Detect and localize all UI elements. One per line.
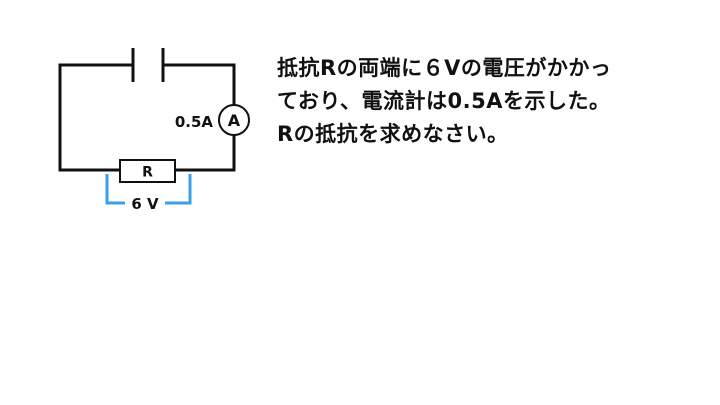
wire-right-top [161,63,236,107]
wire-left-top [58,63,135,172]
battery-symbol [131,48,165,82]
voltage-bracket-left [105,174,125,205]
voltage-bracket-right [165,174,192,205]
voltage-label: 6 V [131,195,159,213]
current-label: 0.5A [175,113,214,131]
resistor-body [119,159,176,183]
wire-right-bottom [173,133,236,172]
problem-line-2: ており、電流計は0.5Aを示した。 [277,89,611,113]
circuit-wires [58,63,236,172]
resistor: R [119,159,176,183]
ammeter: A [218,104,250,136]
problem-line-1: 抵抗Rの両端に６Vの電圧がかかっ [277,56,612,80]
voltage-bracket [105,174,192,205]
ammeter-circle [218,104,250,136]
resistor-label: R [142,165,153,181]
problem-line-3: Rの抵抗を求めなさい。 [277,122,509,146]
ammeter-symbol: A [228,111,241,130]
problem-text: 抵抗Rの両端に６Vの電圧がかかっ ており、電流計は0.5Aを示した。 Rの抵抗を… [277,52,697,151]
